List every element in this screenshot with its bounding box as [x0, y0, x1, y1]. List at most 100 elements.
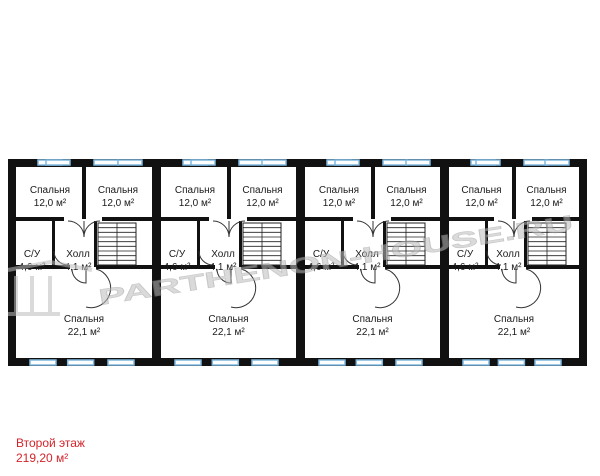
corridor-bottom-wall — [526, 265, 579, 269]
bedroom-bottom-wall — [102, 217, 152, 221]
watermark-text: PARTHENON-HOUSE.RU — [97, 210, 575, 310]
bedroom-bottom-wall — [391, 217, 440, 221]
room-name: Спальня — [461, 185, 501, 196]
room-area: 12,0 м² — [530, 198, 563, 209]
bath-wall — [341, 221, 344, 267]
window-bottom — [107, 359, 135, 366]
door-swing — [230, 268, 257, 309]
room-name: Спальня — [526, 185, 566, 196]
window-top — [190, 159, 216, 166]
party-wall-2 — [296, 159, 305, 366]
window-top — [544, 159, 570, 166]
bedroom-bottom-wall — [305, 217, 353, 221]
window-top — [475, 159, 501, 166]
total-area: 219,20 м² — [16, 451, 69, 465]
door-swing — [216, 268, 232, 284]
door-swing — [356, 220, 374, 238]
bedroom-bottom-wall — [247, 217, 296, 221]
party-wall-3 — [440, 159, 449, 366]
door-swing — [342, 250, 358, 266]
floor-title: Второй этаж — [16, 436, 85, 450]
corridor-bottom-wall — [305, 265, 359, 269]
door-swing — [486, 250, 502, 266]
parthenon-logo-icon — [7, 259, 93, 316]
window-bottom — [66, 359, 95, 366]
window-bottom — [497, 359, 526, 366]
window-top — [261, 159, 287, 166]
room-name: Спальня — [30, 185, 70, 196]
bedroom-divider-wall — [82, 159, 86, 219]
doors-layer — [53, 220, 542, 309]
party-wall-1 — [152, 159, 161, 366]
window-top — [238, 159, 264, 166]
window-bottom — [395, 359, 423, 366]
room-name: Спальня — [494, 314, 534, 325]
outer-wall-right — [579, 159, 587, 366]
room-area: 4,1 м² — [354, 262, 382, 273]
room-area: 12,0 м² — [102, 198, 135, 209]
room-name: С/У — [313, 249, 330, 260]
door-swing — [85, 268, 112, 309]
room-area: 4,6 м² — [164, 262, 192, 273]
room-name: Спальня — [352, 314, 392, 325]
stair-wall — [239, 221, 242, 267]
window-bottom — [211, 359, 240, 366]
room-area: 4,6 м² — [19, 262, 47, 273]
room-name: Спальня — [64, 314, 104, 325]
room-area: 4,1 м² — [210, 262, 238, 273]
bedroom-divider-wall — [227, 159, 231, 219]
room-area: 12,0 м² — [34, 198, 67, 209]
room-name: Холл — [66, 249, 90, 260]
room-name: Холл — [496, 249, 520, 260]
door-swing — [513, 220, 531, 238]
window-bottom — [29, 359, 57, 366]
door-swing — [83, 220, 101, 238]
corridor-bottom-wall — [16, 265, 70, 269]
door-swing — [515, 268, 542, 309]
room-area: 12,0 м² — [323, 198, 356, 209]
room-labels-layer: Спальня 12,0 м² Спальня 12,0 м² С/У 4,6 м² Хол… — [19, 185, 567, 338]
door-swing — [374, 268, 401, 309]
window-top — [382, 159, 408, 166]
room-area: 22,1 м² — [356, 327, 389, 338]
window-top — [117, 159, 143, 166]
room-name: Спальня — [208, 314, 248, 325]
window-bottom — [174, 359, 202, 366]
room-area: 12,0 м² — [390, 198, 423, 209]
door-swing — [67, 220, 85, 238]
window-top — [93, 159, 119, 166]
stairs-layer — [97, 222, 567, 266]
bedroom-bottom-wall — [161, 217, 209, 221]
room-area: 12,0 м² — [465, 198, 498, 209]
window-top — [334, 159, 360, 166]
room-area: 22,1 м² — [68, 327, 101, 338]
window-top — [45, 159, 71, 166]
room-area: 4,1 м² — [495, 262, 523, 273]
walls-layer — [8, 159, 587, 366]
door-swing — [360, 268, 376, 284]
bedroom-bottom-wall — [16, 217, 64, 221]
room-name: Холл — [355, 249, 379, 260]
room-area: 22,1 м² — [212, 327, 245, 338]
stair-wall — [94, 221, 97, 267]
room-name: С/У — [169, 249, 186, 260]
stair-wall — [383, 221, 386, 267]
bath-wall — [485, 221, 488, 267]
room-name: Спальня — [98, 185, 138, 196]
door-swing — [71, 268, 87, 284]
watermark: PARTHENON-HOUSE.RU — [7, 210, 575, 316]
outer-wall-left — [8, 159, 16, 366]
room-area: 22,1 м² — [498, 327, 531, 338]
window-top — [405, 159, 431, 166]
bedroom-bottom-wall — [449, 217, 494, 221]
room-area: 4,6 м² — [308, 262, 336, 273]
room-name: Спальня — [386, 185, 426, 196]
door-swing — [501, 268, 517, 284]
bedroom-divider-wall — [512, 159, 516, 219]
window-bottom — [534, 359, 562, 366]
door-swing — [372, 220, 390, 238]
door-swing — [228, 220, 246, 238]
bedroom-divider-wall — [371, 159, 375, 219]
room-name: Спальня — [319, 185, 359, 196]
room-area: 12,0 м² — [179, 198, 212, 209]
